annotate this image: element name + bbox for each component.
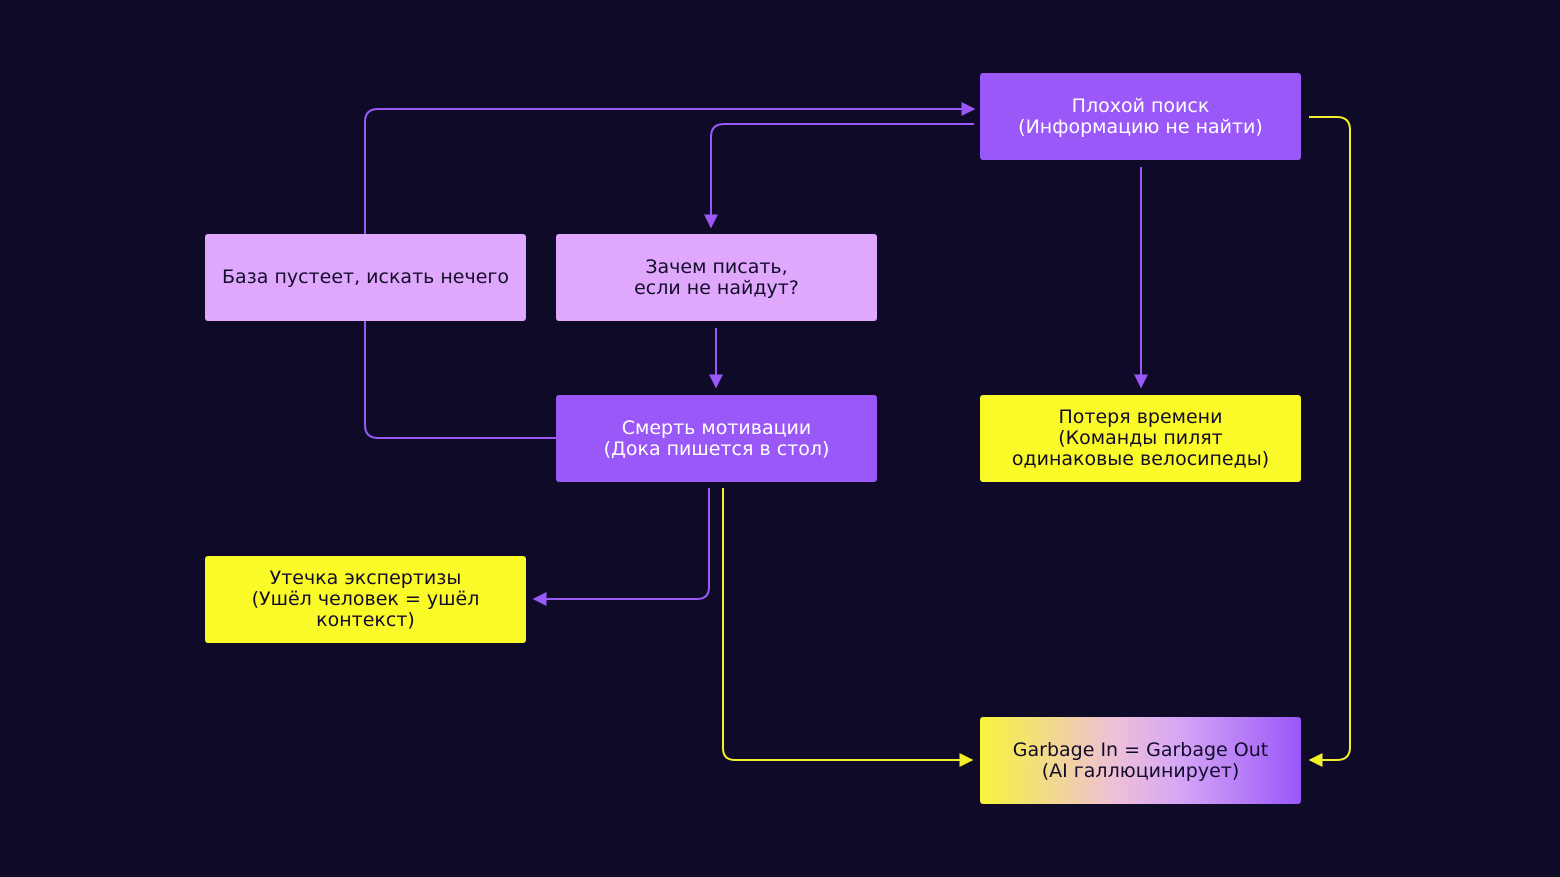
node-base-empty-line1: База пустеет, искать нечего — [221, 266, 510, 288]
node-garbage: Garbage In = Garbage Out (AI галлюциниру… — [980, 717, 1301, 804]
node-time-loss-line2: (Команды пилят — [1058, 427, 1223, 449]
arrow-motivation-to-garbage — [722, 488, 974, 767]
node-expertise-leak-line1: Утечка экспертизы — [269, 567, 462, 589]
node-expertise-leak-line3: контекст) — [316, 609, 415, 631]
node-motivation-death: Смерть мотивации (Дока пишется в стол) — [556, 395, 877, 482]
arrow-search-to-garbage — [1308, 116, 1351, 767]
node-bad-search-line1: Плохой поиск — [1071, 94, 1210, 117]
arrow-search-to-whywrite — [704, 123, 974, 229]
arrow-base-to-search — [364, 102, 976, 234]
node-expertise-leak-line2: (Ушёл человек = ушёл — [251, 588, 480, 610]
node-garbage-line1: Garbage In = Garbage Out — [1012, 738, 1269, 761]
node-base-empty: База пустеет, искать нечего — [205, 234, 526, 321]
node-why-write: Зачем писать, если не найдут? — [556, 234, 877, 321]
node-why-write-line1: Зачем писать, — [645, 255, 788, 278]
arrow-motivation-to-base — [364, 321, 556, 439]
node-motivation-death-line1: Смерть мотивации — [621, 416, 812, 439]
arrow-motivation-to-leak — [532, 488, 710, 606]
node-time-loss-line3: одинаковые велосипеды) — [1011, 448, 1270, 470]
node-bad-search-line2: (Информацию не найти) — [1018, 115, 1263, 138]
node-time-loss-line1: Потеря времени — [1058, 406, 1223, 428]
node-motivation-death-line2: (Дока пишется в стол) — [603, 437, 830, 460]
node-time-loss: Потеря времени (Команды пилят одинаковые… — [980, 395, 1301, 482]
node-garbage-line2: (AI галлюцинирует) — [1041, 759, 1240, 782]
node-bad-search: Плохой поиск (Информацию не найти) — [980, 73, 1301, 160]
node-expertise-leak: Утечка экспертизы (Ушёл человек = ушёл к… — [205, 556, 526, 643]
node-why-write-line2: если не найдут? — [634, 276, 799, 299]
